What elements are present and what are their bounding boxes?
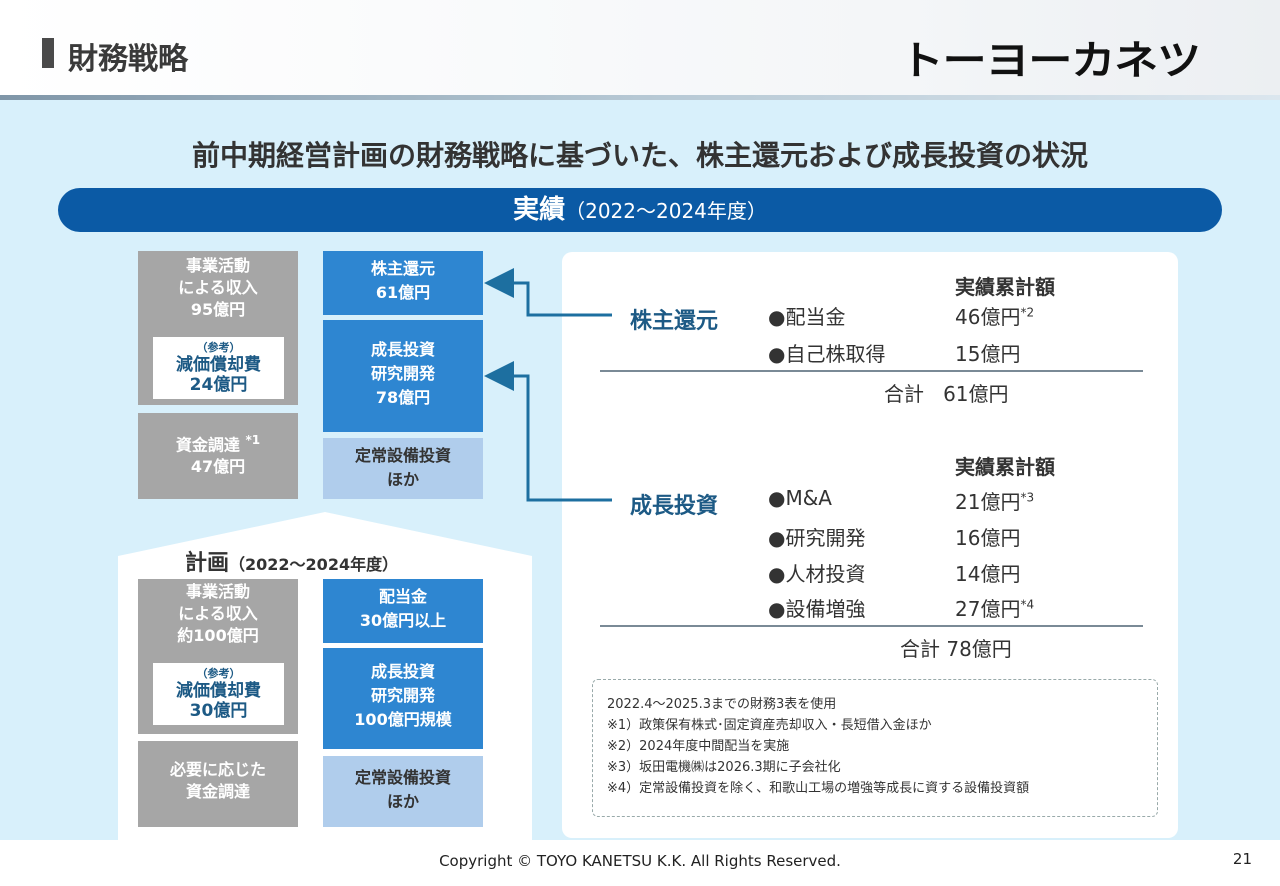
copyright: Copyright © TOYO KANETSU K.K. All Rights… <box>439 852 841 870</box>
shareholder-divider <box>600 370 1143 372</box>
growth-total: 合計 78億円 <box>900 633 1012 662</box>
header-divider <box>0 95 1280 100</box>
shareholder-total-label: 合計 <box>884 382 924 406</box>
plan-depreciation-label: 減価償却費 <box>176 681 261 701</box>
footer-background <box>0 840 1280 886</box>
growth-value-1-text: 21億円 <box>955 490 1021 514</box>
results-banner: 実績（2022〜2024年度） <box>58 188 1222 232</box>
actual-depreciation-label: 減価償却費 <box>176 355 261 375</box>
arrow-shareholder <box>484 268 612 317</box>
plan-capex-line2: ほか <box>386 792 419 811</box>
banner-main: 実績 <box>513 195 566 225</box>
actual-funding-value: 47億円 <box>190 457 246 477</box>
note-line-3: ※3）坂田電機㈱は2026.3期に子会社化 <box>607 760 841 775</box>
actual-capex-line1: 定常設備投資 <box>354 446 451 465</box>
actual-depreciation-value: 24億円 <box>189 375 248 395</box>
plan-dividend-label: 配当金 <box>378 587 427 606</box>
results-header-2: 実績累計額 <box>955 455 1055 479</box>
growth-category: 成長投資 <box>630 494 719 519</box>
title-marker <box>42 38 54 68</box>
actual-shareholder-box: 株主還元 61億円 <box>323 251 483 315</box>
growth-value-3: 14億円 <box>955 562 1021 586</box>
shareholder-item-2: ●自己株取得 <box>768 342 886 366</box>
growth-value-1: 21億円*3 <box>955 486 1034 515</box>
growth-item-4: ●設備増強 <box>768 597 866 621</box>
growth-total-label: 合計 <box>900 637 940 661</box>
actual-funding-label: 資金調達 <box>175 435 240 455</box>
note-line-1: ※1）政策保有株式･固定資産売却収入・長短借入金ほか <box>607 718 932 733</box>
actual-income-line2: による収入 <box>178 278 258 297</box>
actual-growth-line2: 研究開発 <box>370 364 435 383</box>
shareholder-item-1: ●配当金 <box>768 305 846 329</box>
plan-depreciation-value: 30億円 <box>189 701 248 721</box>
note-line-0: 2022.4〜2025.3までの財務3表を使用 <box>607 697 837 712</box>
plan-title-period: （2022〜2024年度） <box>229 555 399 574</box>
actual-funding-note: *1 <box>245 433 261 447</box>
plan-dividend-value: 30億円以上 <box>359 611 447 630</box>
header <box>0 0 1280 95</box>
plan-funding-line2: 資金調達 <box>185 782 250 801</box>
plan-income-line2: による収入 <box>178 604 258 623</box>
plan-capex-line1: 定常設備投資 <box>354 768 451 787</box>
plan-funding-line1: 必要に応じた <box>169 760 266 779</box>
actual-growth-line1: 成長投資 <box>370 340 435 359</box>
shareholder-value-1-text: 46億円 <box>955 305 1021 329</box>
plan-growth-value: 100億円規模 <box>354 710 452 729</box>
page-number: 21 <box>1232 850 1252 868</box>
shareholder-value-2: 15億円 <box>955 342 1021 366</box>
plan-dividend-box: 配当金 30億円以上 <box>323 579 483 643</box>
actual-capex-line2: ほか <box>386 470 419 489</box>
actual-growth-box: 成長投資 研究開発 78億円 <box>323 320 483 432</box>
banner-period: （2022〜2024年度） <box>565 199 767 223</box>
actual-shareholder-label: 株主還元 <box>370 259 435 278</box>
growth-value-4: 27億円*4 <box>955 593 1034 622</box>
actual-income-value: 95億円 <box>190 300 246 319</box>
plan-income-line1: 事業活動 <box>185 582 250 601</box>
main-heading: 前中期経営計画の財務戦略に基づいた、株主還元および成長投資の状況 <box>191 139 1088 172</box>
note-line-2: ※2）2024年度中間配当を実施 <box>607 739 790 754</box>
plan-capex-box: 定常設備投資 ほか <box>323 756 483 827</box>
company-logo: トーヨーカネツ <box>899 38 1201 84</box>
growth-item-1: ●M&A <box>768 486 832 510</box>
plan-funding-box: 必要に応じた 資金調達 <box>138 741 298 827</box>
plan-depreciation-ref: （参考） <box>196 667 241 680</box>
actual-depreciation-box: （参考） 減価償却費 24億円 <box>153 337 284 399</box>
notes-box: 2022.4〜2025.3までの財務3表を使用 ※1）政策保有株式･固定資産売却… <box>592 679 1158 817</box>
note-line-4: ※4）定常設備投資を除く、和歌山工場の増強等成長に資する設備投資額 <box>607 781 1030 796</box>
plan-growth-line1: 成長投資 <box>370 662 435 681</box>
results-panel <box>562 252 1178 838</box>
shareholder-value-1: 46億円*2 <box>955 301 1034 330</box>
growth-note-1: *3 <box>1020 490 1035 505</box>
actual-growth-value: 78億円 <box>375 388 431 407</box>
plan-growth-box: 成長投資 研究開発 100億円規模 <box>323 648 483 749</box>
growth-item-2: ●研究開発 <box>768 526 866 550</box>
actual-capex-box: 定常設備投資 ほか <box>323 438 483 499</box>
results-header-1: 実績累計額 <box>955 275 1055 299</box>
actual-depreciation-ref: （参考） <box>196 341 241 354</box>
shareholder-category: 株主還元 <box>630 309 719 334</box>
plan-depreciation-box: （参考） 減価償却費 30億円 <box>153 663 284 725</box>
growth-value-4-text: 27億円 <box>955 597 1021 621</box>
shareholder-total-value: 61億円 <box>943 382 1009 406</box>
actual-income-line1: 事業活動 <box>185 256 250 275</box>
arrow-growth <box>484 361 612 502</box>
plan-title: 計画（2022〜2024年度） <box>185 545 398 577</box>
plan-title-main: 計画 <box>185 551 230 576</box>
plan-income-value: 約100億円 <box>177 626 259 645</box>
page-title: 財務戦略 <box>68 42 188 77</box>
growth-item-3: ●人材投資 <box>768 562 866 586</box>
growth-value-2: 16億円 <box>955 526 1021 550</box>
actual-shareholder-value: 61億円 <box>375 283 431 302</box>
growth-divider <box>600 625 1143 627</box>
actual-funding-box: 資金調達 *1 47億円 <box>138 413 298 499</box>
shareholder-note-1: *2 <box>1020 305 1035 320</box>
plan-growth-line2: 研究開発 <box>370 686 435 705</box>
shareholder-total: 合計 61億円 <box>884 378 1009 407</box>
growth-total-value: 78億円 <box>946 637 1012 661</box>
growth-note-4: *4 <box>1020 597 1035 612</box>
